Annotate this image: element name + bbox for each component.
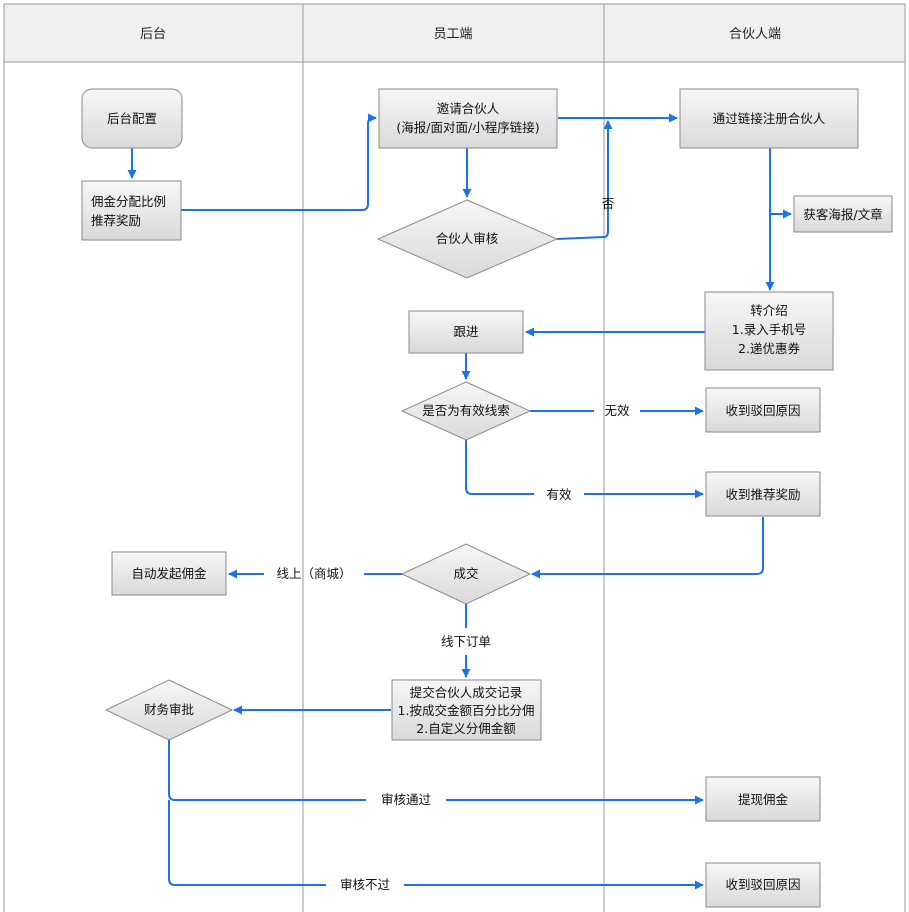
edge-labels: 否 无效 有效 线上（商城） 线下订单 审核通过 审核不过 xyxy=(276,196,630,892)
node-finance-approval: 财务审批 xyxy=(104,679,234,741)
edge-label-invalid: 无效 xyxy=(604,403,630,418)
node-finance-approval-label: 财务审批 xyxy=(144,702,194,717)
node-withdraw-label: 提现佣金 xyxy=(738,792,789,807)
swimlanes: 后台 员工端 合伙人端 xyxy=(3,3,906,912)
node-referral: 转介绍 1.录入手机号 2.递优惠券 xyxy=(704,291,834,371)
node-backend-config: 后台配置 xyxy=(81,88,183,149)
edge-reward-to-deal xyxy=(531,517,764,579)
node-reject-reason-1: 收到驳回原因 xyxy=(705,387,821,433)
node-submit-record-line-1: 提交合伙人成交记录 xyxy=(410,685,523,700)
nodes: 后台配置 佣金分配比例 推荐奖励 邀请合伙人 (海报/面对面/小程序链接) 合伙… xyxy=(81,88,893,908)
node-referral-line-1: 转介绍 xyxy=(750,303,788,318)
node-commission-ratio-line-1: 佣金分配比例 xyxy=(91,194,166,209)
node-valid-lead: 是否为有效线索 xyxy=(400,381,532,441)
node-register-partner: 通过链接注册合伙人 xyxy=(679,88,859,149)
edge-ratio-to-invite xyxy=(181,113,377,211)
edge-finance-approved xyxy=(168,740,703,800)
lane-header-band xyxy=(3,3,906,63)
node-auto-commission: 自动发起佣金 xyxy=(111,551,227,596)
node-reject-reason-1-label: 收到驳回原因 xyxy=(725,403,800,418)
node-partner-review-label: 合伙人审核 xyxy=(436,231,499,246)
node-receive-reward: 收到推荐奖励 xyxy=(705,471,821,517)
node-reject-reason-2: 收到驳回原因 xyxy=(705,862,821,908)
edge-label-offline: 线下订单 xyxy=(441,634,491,649)
edge-finance-rejected xyxy=(168,800,703,885)
node-follow-up: 跟进 xyxy=(408,310,524,354)
edge-label-no: 否 xyxy=(602,196,615,211)
lane-title-employee: 员工端 xyxy=(433,27,472,42)
edge-label-rejected: 审核不过 xyxy=(340,877,391,892)
node-referral-line-3: 2.递优惠券 xyxy=(738,341,800,356)
node-get-poster-label: 获客海报/文章 xyxy=(803,207,882,222)
node-referral-line-2: 1.录入手机号 xyxy=(732,322,806,337)
node-valid-lead-label: 是否为有效线索 xyxy=(422,403,510,418)
node-backend-config-label: 后台配置 xyxy=(107,111,157,126)
node-submit-record-line-2: 1.按成交金额百分比分佣 xyxy=(398,703,535,718)
node-deal-label: 成交 xyxy=(453,566,478,581)
lane-title-partner: 合伙人端 xyxy=(729,27,781,42)
node-invite-partner: 邀请合伙人 (海报/面对面/小程序链接) xyxy=(378,88,558,149)
lane-title-backend: 后台 xyxy=(140,27,166,42)
node-invite-partner-line-2: (海报/面对面/小程序链接) xyxy=(396,120,539,135)
edges xyxy=(127,113,792,885)
node-submit-record: 提交合伙人成交记录 1.按成交金额百分比分佣 2.自定义分佣金额 xyxy=(391,679,542,741)
edge-label-online: 线上（商城） xyxy=(276,566,351,581)
edge-label-valid: 有效 xyxy=(546,487,572,502)
node-deal: 成交 xyxy=(400,543,532,605)
edge-review-no xyxy=(556,120,613,240)
node-auto-commission-label: 自动发起佣金 xyxy=(131,566,207,581)
node-partner-review: 合伙人审核 xyxy=(376,199,559,279)
node-get-poster: 获客海报/文章 xyxy=(793,195,893,233)
node-follow-up-label: 跟进 xyxy=(453,324,479,339)
node-withdraw: 提现佣金 xyxy=(705,776,821,822)
node-invite-partner-line-1: 邀请合伙人 xyxy=(437,101,500,116)
node-commission-ratio-line-2: 推荐奖励 xyxy=(91,213,141,228)
node-register-partner-label: 通过链接注册合伙人 xyxy=(713,111,826,126)
edge-lead-valid xyxy=(465,440,703,494)
node-submit-record-line-3: 2.自定义分佣金额 xyxy=(416,721,516,736)
edge-label-approved: 审核通过 xyxy=(381,792,432,807)
node-receive-reward-label: 收到推荐奖励 xyxy=(725,487,800,502)
node-commission-ratio: 佣金分配比例 推荐奖励 xyxy=(81,180,182,241)
node-reject-reason-2-label: 收到驳回原因 xyxy=(725,877,800,892)
